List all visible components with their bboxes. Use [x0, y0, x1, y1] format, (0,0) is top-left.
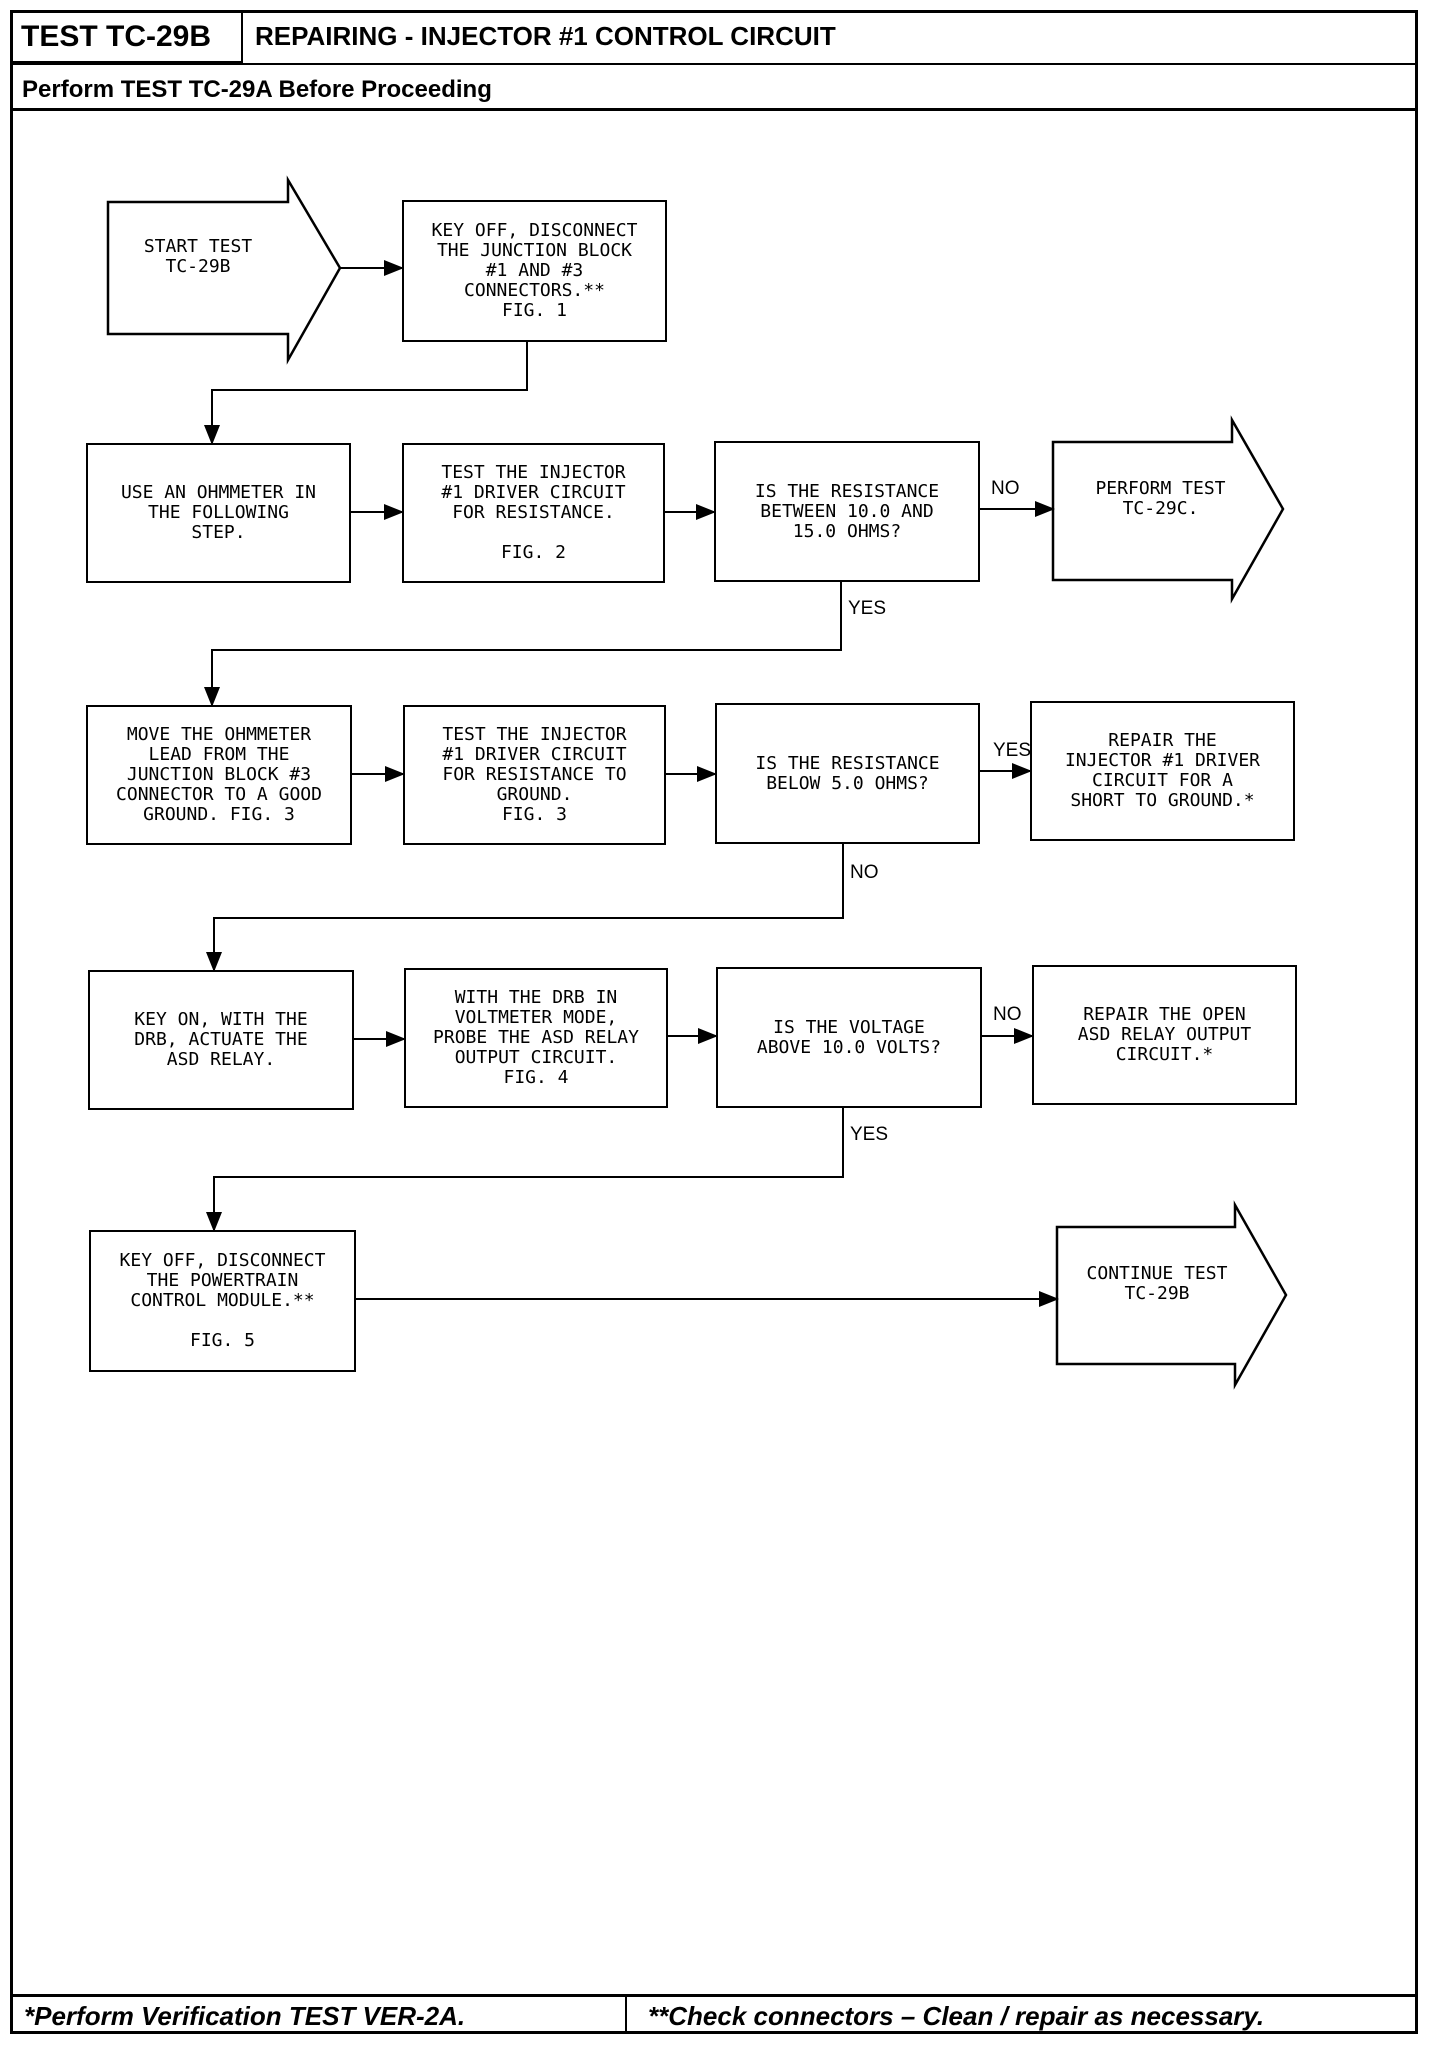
edge-q1-move [204, 582, 842, 707]
edge-q2-keyon [206, 844, 844, 972]
test-driver-text: TEST THE INJECTOR #1 DRIVER CIRCUIT FOR … [441, 462, 626, 563]
keyoff2-text: KEY OFF, DISCONNECT THE POWERTRAIN CONTR… [119, 1250, 326, 1351]
drb-voltmeter-text: WITH THE DRB IN VOLTMETER MODE, PROBE TH… [433, 987, 639, 1088]
perform-29c-arrow-shape [1051, 415, 1285, 604]
footer-right: **Check connectors – Clean / repair as n… [648, 2001, 1265, 2031]
footer-left: *Perform Verification TEST VER-2A. [24, 2001, 466, 2031]
subheader-divider [10, 108, 1418, 111]
q-resistance-range-node: IS THE RESISTANCE BETWEEN 10.0 AND 15.0 … [714, 441, 980, 582]
q-resistance-below-text: IS THE RESISTANCE BELOW 5.0 OHMS? [755, 752, 940, 794]
label-no-2: NO [850, 862, 879, 883]
label-no-1: NO [991, 478, 1020, 499]
repair-short-text: REPAIR THE INJECTOR #1 DRIVER CIRCUIT FO… [1064, 730, 1261, 811]
repair-open-node: REPAIR THE OPEN ASD RELAY OUTPUT CIRCUIT… [1032, 965, 1297, 1105]
edge-q3-keyoff2 [206, 1108, 844, 1232]
continue-arrow-shape [1055, 1200, 1288, 1390]
key-on-node: KEY ON, WITH THE DRB, ACTUATE THE ASD RE… [88, 970, 354, 1110]
repair-short-node: REPAIR THE INJECTOR #1 DRIVER CIRCUIT FO… [1030, 701, 1295, 841]
q-resistance-range-text: IS THE RESISTANCE BETWEEN 10.0 AND 15.0 … [754, 480, 940, 542]
start-node: START TEST TC-29B [143, 236, 253, 277]
q-voltage-text: IS THE VOLTAGE ABOVE 10.0 VOLTS? [756, 1016, 942, 1058]
label-yes-2: YES [993, 740, 1032, 761]
label-yes-1: YES [848, 598, 887, 619]
edge-keyoff1-useohm [204, 342, 528, 445]
subtitle: Perform TEST TC-29A Before Proceeding [22, 76, 492, 103]
test-ground-text: TEST THE INJECTOR #1 DRIVER CIRCUIT FOR … [442, 724, 627, 825]
test-ground-node: TEST THE INJECTOR #1 DRIVER CIRCUIT FOR … [403, 705, 666, 845]
label-yes-3: YES [850, 1124, 889, 1145]
q-resistance-below-node: IS THE RESISTANCE BELOW 5.0 OHMS? [715, 703, 980, 844]
header-divider [10, 63, 1418, 65]
continue-node: CONTINUE TEST TC-29B [1086, 1263, 1228, 1304]
start-arrow-shape [106, 175, 342, 365]
use-ohmmeter-text: USE AN OHMMETER IN THE FOLLOWING STEP. [120, 482, 317, 543]
q-voltage-node: IS THE VOLTAGE ABOVE 10.0 VOLTS? [716, 967, 982, 1108]
perform-29c-node: PERFORM TEST TC-29C. [1095, 478, 1226, 519]
repair-open-text: REPAIR THE OPEN ASD RELAY OUTPUT CIRCUIT… [1077, 1004, 1252, 1065]
use-ohmmeter-node: USE AN OHMMETER IN THE FOLLOWING STEP. [86, 443, 351, 583]
keyoff1-node: KEY OFF, DISCONNECT THE JUNCTION BLOCK #… [402, 200, 667, 342]
move-ohmmeter-text: MOVE THE OHMMETER LEAD FROM THE JUNCTION… [116, 724, 322, 825]
page-title: REPAIRING - INJECTOR #1 CONTROL CIRCUIT [255, 21, 836, 51]
label-no-3: NO [993, 1004, 1022, 1025]
key-on-text: KEY ON, WITH THE DRB, ACTUATE THE ASD RE… [134, 1009, 308, 1070]
keyoff1-text: KEY OFF, DISCONNECT THE JUNCTION BLOCK #… [431, 220, 638, 321]
footer-split [625, 1996, 627, 2034]
keyoff2-node: KEY OFF, DISCONNECT THE POWERTRAIN CONTR… [89, 1230, 356, 1372]
footer-divider [10, 1994, 1418, 1997]
page-frame [10, 10, 1418, 2034]
move-ohmmeter-node: MOVE THE OHMMETER LEAD FROM THE JUNCTION… [86, 705, 352, 845]
test-id: TEST TC-29B [13, 13, 243, 63]
test-driver-node: TEST THE INJECTOR #1 DRIVER CIRCUIT FOR … [402, 443, 665, 583]
drb-voltmeter-node: WITH THE DRB IN VOLTMETER MODE, PROBE TH… [404, 968, 668, 1108]
